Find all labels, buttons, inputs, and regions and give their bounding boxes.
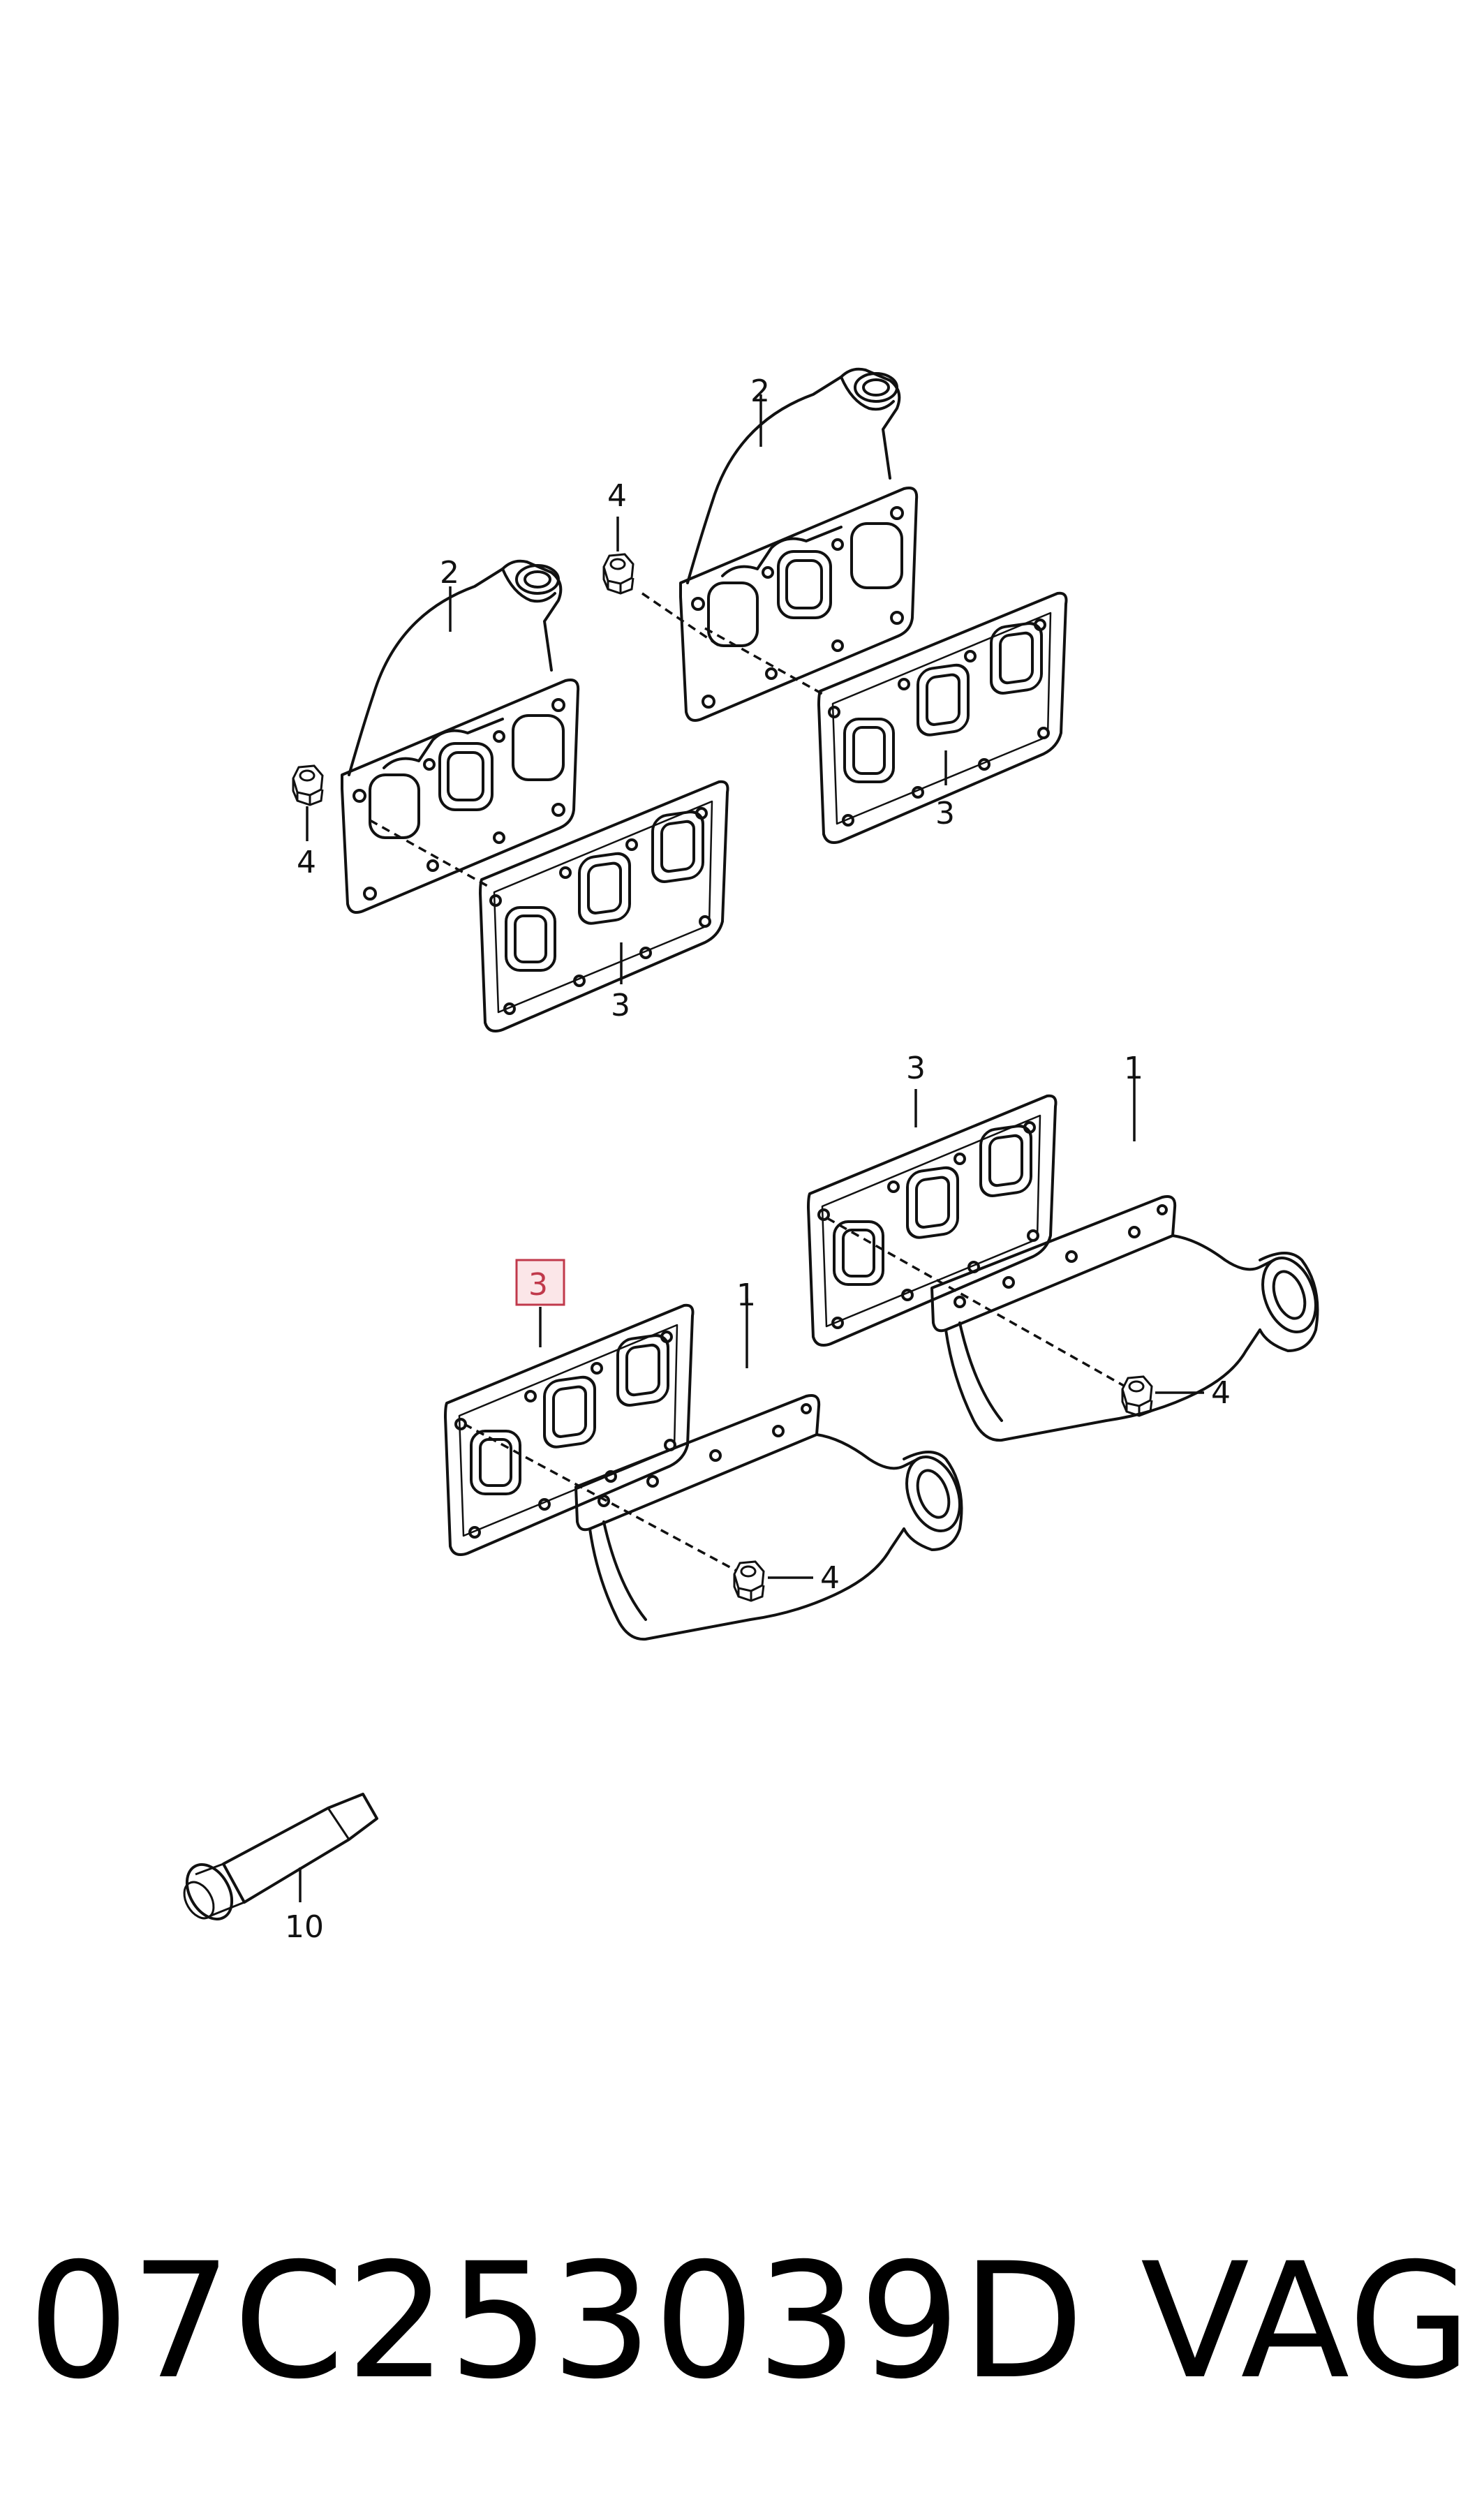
exhaust-manifold-left-lower bbox=[574, 1394, 971, 1641]
brand-label: VAG bbox=[1140, 2228, 1473, 2414]
alignment-line-left-lower bbox=[463, 1423, 737, 1572]
gasket-upper-left bbox=[479, 780, 729, 1033]
part-number: 07C253039D bbox=[28, 2228, 1086, 2414]
callout-a-gasket[interactable]: 3 bbox=[611, 988, 630, 1023]
nut-upper-left bbox=[292, 764, 324, 806]
manifold-assembly-upper-right bbox=[679, 367, 919, 723]
exhaust-manifold-upper-right bbox=[679, 367, 919, 723]
callout-d-nut[interactable]: 4 bbox=[820, 1560, 840, 1596]
callout-a-manifold[interactable]: 2 bbox=[440, 555, 459, 591]
nut-left-lower bbox=[733, 1560, 765, 1602]
callout-d-gasket[interactable]: 3 bbox=[528, 1267, 548, 1303]
part-number-footer: 07C253039D VAG bbox=[28, 2216, 1473, 2426]
nut-right-lower bbox=[1121, 1375, 1153, 1417]
callout-sealant[interactable]: 10 bbox=[285, 1909, 324, 1945]
callout-b-nut[interactable]: 4 bbox=[607, 478, 627, 514]
callout-b-manifold[interactable]: 2 bbox=[750, 373, 770, 409]
nut-upper-right bbox=[602, 553, 635, 595]
manifold-assembly-upper-left bbox=[341, 559, 580, 914]
alignment-line-upper-left bbox=[369, 819, 489, 888]
alignment-line-upper-right-b bbox=[704, 627, 824, 696]
callout-c-gasket[interactable]: 3 bbox=[906, 1051, 926, 1086]
exhaust-manifold-upper-left bbox=[341, 559, 580, 914]
alignment-line-upper-right bbox=[641, 592, 720, 647]
manifold-assembly-left-lower bbox=[574, 1394, 971, 1641]
callout-b-gasket[interactable]: 3 bbox=[935, 796, 955, 831]
callout-a-nut[interactable]: 4 bbox=[297, 845, 316, 880]
callout-highlight-box bbox=[515, 1259, 565, 1306]
callout-c-nut[interactable]: 4 bbox=[1211, 1375, 1231, 1411]
alignment-line-right-lower bbox=[826, 1217, 1125, 1387]
gasket-left-lower bbox=[444, 1303, 695, 1557]
callout-c-manifold[interactable]: 1 bbox=[1124, 1051, 1143, 1086]
callout-d-manifold[interactable]: 1 bbox=[736, 1277, 756, 1313]
sealant-tube bbox=[183, 1793, 378, 1920]
